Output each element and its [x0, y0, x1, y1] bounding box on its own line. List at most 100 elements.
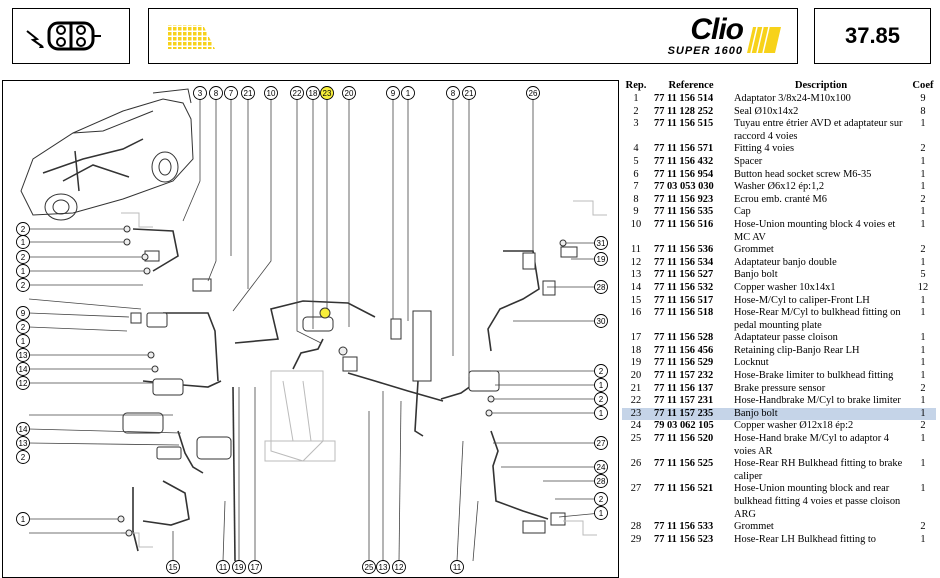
- callout-21[interactable]: 21: [462, 86, 476, 100]
- callout-31[interactable]: 31: [594, 236, 608, 250]
- callout-24[interactable]: 24: [594, 460, 608, 474]
- callout-1[interactable]: 1: [401, 86, 415, 100]
- callout-22[interactable]: 22: [290, 86, 304, 100]
- callout-25[interactable]: 25: [362, 560, 376, 574]
- callout-circle: [264, 86, 278, 100]
- part-reference: 77 03 053 030: [654, 181, 714, 193]
- callout-13[interactable]: 13: [16, 436, 30, 450]
- callout-19[interactable]: 19: [232, 560, 246, 574]
- callout-11[interactable]: 11: [450, 560, 464, 574]
- callout-21[interactable]: 21: [241, 86, 255, 100]
- callout-2[interactable]: 2: [16, 278, 30, 292]
- part-reference: 77 11 156 534: [654, 256, 714, 268]
- part-coef: 1: [920, 332, 926, 344]
- callout-12[interactable]: 12: [16, 376, 30, 390]
- callout-1[interactable]: 1: [16, 235, 30, 249]
- part-description: Grommet: [734, 521, 774, 533]
- callout-14[interactable]: 14: [16, 362, 30, 376]
- callout-2[interactable]: 2: [594, 392, 608, 406]
- callout-9[interactable]: 9: [16, 306, 30, 320]
- part-description: Hose-M/Cyl to caliper-Front LH: [734, 294, 870, 306]
- callout-7[interactable]: 7: [224, 86, 238, 100]
- callout-18[interactable]: 18: [306, 86, 320, 100]
- callout-28[interactable]: 28: [594, 474, 608, 488]
- callout-2[interactable]: 2: [16, 450, 30, 464]
- callout-3[interactable]: 3: [193, 86, 207, 100]
- callout-circle: [248, 560, 262, 574]
- part-coef: 5: [920, 269, 926, 281]
- callout-circle: [392, 560, 406, 574]
- callout-28[interactable]: 28: [594, 280, 608, 294]
- callout-2[interactable]: 2: [594, 492, 608, 506]
- callout-2[interactable]: 2: [16, 250, 30, 264]
- part-reference: 77 11 156 456: [654, 344, 714, 356]
- callout-15[interactable]: 15: [166, 560, 180, 574]
- callout-14[interactable]: 14: [16, 422, 30, 436]
- callout-17[interactable]: 17: [248, 560, 262, 574]
- part-coef: 1: [920, 370, 926, 382]
- part-rep: 24: [630, 420, 642, 432]
- callout-19[interactable]: 19: [594, 252, 608, 266]
- callout-2[interactable]: 2: [16, 320, 30, 334]
- callout-1[interactable]: 1: [16, 334, 30, 348]
- callout-8[interactable]: 8: [209, 86, 223, 100]
- part-reference: 77 11 157 235: [650, 407, 732, 421]
- callout-1[interactable]: 1: [16, 264, 30, 278]
- callout-1[interactable]: 1: [594, 378, 608, 392]
- callout-13[interactable]: 13: [16, 348, 30, 362]
- callout-11[interactable]: 11: [216, 560, 230, 574]
- callout-circle: [166, 560, 180, 574]
- callout-10[interactable]: 10: [264, 86, 278, 100]
- callout-circle: [306, 86, 320, 100]
- callout-12[interactable]: 12: [392, 560, 406, 574]
- callout-9[interactable]: 9: [386, 86, 400, 100]
- callout-circle: [594, 406, 608, 420]
- callout-2[interactable]: 2: [16, 222, 30, 236]
- part-rep: 2: [633, 105, 639, 117]
- callout-26[interactable]: 26: [526, 86, 540, 100]
- part-coef: 2: [920, 382, 926, 394]
- callout-20[interactable]: 20: [342, 86, 356, 100]
- callout-1[interactable]: 1: [16, 512, 30, 526]
- callout-8[interactable]: 8: [446, 86, 460, 100]
- header-banner: Clio SUPER 1600: [148, 8, 798, 64]
- car-illustration: [20, 88, 194, 221]
- callout-23[interactable]: 23: [320, 86, 334, 100]
- callout-2[interactable]: 2: [594, 364, 608, 378]
- callout-30[interactable]: 30: [594, 314, 608, 328]
- callout-1[interactable]: 1: [594, 406, 608, 420]
- callout-27[interactable]: 27: [594, 436, 608, 450]
- callout-13[interactable]: 13: [376, 560, 390, 574]
- callout-1[interactable]: 1: [594, 506, 608, 520]
